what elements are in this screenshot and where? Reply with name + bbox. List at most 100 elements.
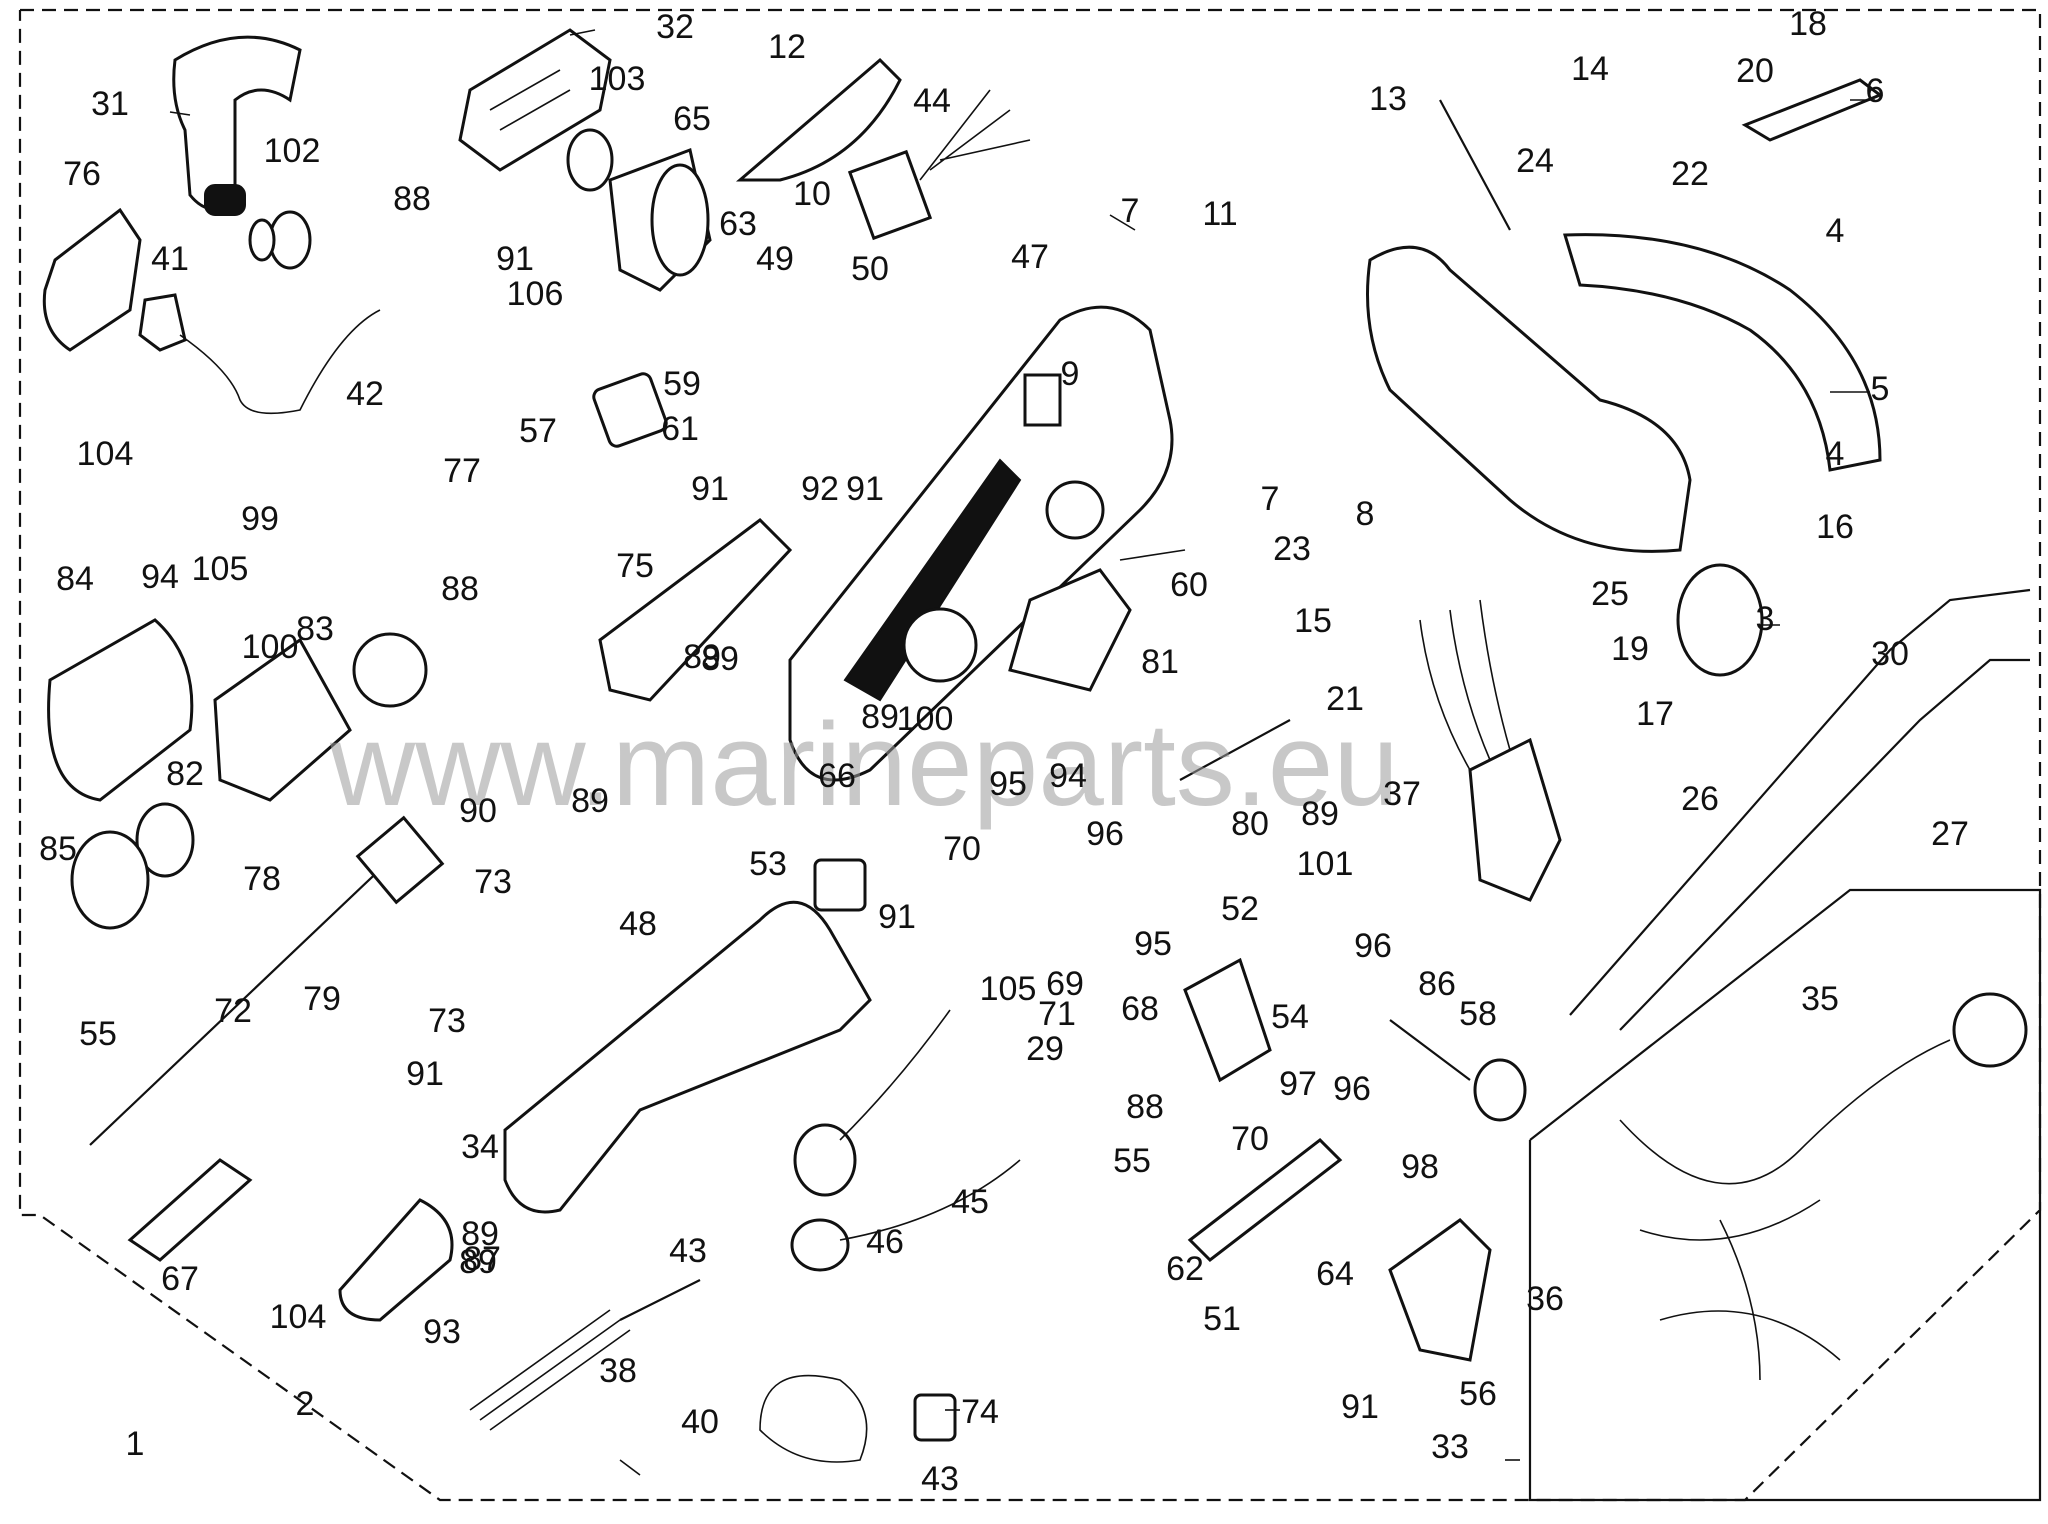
callout-8: 8 — [1356, 495, 1375, 533]
callout-42: 42 — [346, 375, 384, 413]
callout-101: 101 — [1297, 845, 1354, 883]
callout-26: 26 — [1681, 780, 1719, 818]
callout-15: 15 — [1294, 602, 1332, 640]
callout-99: 99 — [241, 500, 279, 538]
diagram-frame — [18, 8, 2042, 1502]
callout-41: 41 — [151, 240, 189, 278]
callout-89: 89 — [461, 1215, 499, 1253]
callout-45: 45 — [951, 1183, 989, 1221]
callout-75: 75 — [616, 547, 654, 585]
callout-94: 94 — [141, 558, 179, 596]
callout-19: 19 — [1611, 630, 1649, 668]
callout-100: 100 — [897, 700, 954, 738]
callout-30: 30 — [1871, 635, 1909, 673]
callout-80: 80 — [1231, 805, 1269, 843]
callout-87: 87 — [463, 1240, 501, 1278]
callout-71: 71 — [1038, 995, 1076, 1033]
callout-7: 7 — [1261, 480, 1280, 518]
callout-6: 6 — [1866, 72, 1885, 110]
callout-46: 46 — [866, 1223, 904, 1261]
callout-96: 96 — [1333, 1070, 1371, 1108]
callout-48: 48 — [619, 905, 657, 943]
callout-49: 49 — [756, 240, 794, 278]
callout-91: 91 — [1341, 1388, 1379, 1426]
callout-76: 76 — [63, 155, 101, 193]
callout-70: 70 — [1231, 1120, 1269, 1158]
callout-104: 104 — [270, 1298, 327, 1336]
callout-88: 88 — [441, 570, 479, 608]
callout-91: 91 — [406, 1055, 444, 1093]
callout-91: 91 — [496, 240, 534, 278]
callout-29: 29 — [1026, 1030, 1064, 1068]
callout-27: 27 — [1931, 815, 1969, 853]
callout-53: 53 — [749, 845, 787, 883]
callout-97: 97 — [1279, 1065, 1317, 1103]
callout-32: 32 — [656, 8, 694, 46]
callout-91: 91 — [691, 470, 729, 508]
callout-77: 77 — [443, 452, 481, 490]
callout-10: 10 — [793, 175, 831, 213]
callout-65: 65 — [673, 100, 711, 138]
callout-70: 70 — [943, 830, 981, 868]
callout-91: 91 — [846, 470, 884, 508]
leader-lines — [169, 29, 1875, 1476]
callout-35: 35 — [1801, 980, 1839, 1018]
callout-63: 63 — [719, 205, 757, 243]
callout-89: 89 — [861, 698, 899, 736]
callout-5: 5 — [1871, 370, 1890, 408]
callout-98: 98 — [1401, 1148, 1439, 1186]
callout-66: 66 — [818, 757, 856, 795]
callout-4: 4 — [1826, 212, 1845, 250]
callout-51: 51 — [1203, 1300, 1241, 1338]
callout-82: 82 — [166, 755, 204, 793]
callout-62: 62 — [1166, 1250, 1204, 1288]
callout-50: 50 — [851, 250, 889, 288]
callout-93: 93 — [423, 1313, 461, 1351]
callout-86: 86 — [1418, 965, 1456, 1003]
callout-60: 60 — [1170, 566, 1208, 604]
callout-89: 89 — [1301, 795, 1339, 833]
callout-69: 69 — [1046, 965, 1084, 1003]
callout-78: 78 — [243, 860, 281, 898]
callout-43: 43 — [669, 1232, 707, 1270]
callout-7: 7 — [1121, 192, 1140, 230]
callout-84: 84 — [56, 560, 94, 598]
callout-96: 96 — [1086, 815, 1124, 853]
callout-105: 105 — [980, 970, 1037, 1008]
callout-89: 89 — [459, 1243, 497, 1281]
watermark-text: www.marineparts.eu — [329, 699, 1399, 831]
callout-3: 3 — [1756, 600, 1775, 638]
callout-96: 96 — [1354, 927, 1392, 965]
callout-21: 21 — [1326, 680, 1364, 718]
callout-14: 14 — [1571, 50, 1609, 88]
callout-9: 9 — [1061, 355, 1080, 393]
callout-95: 95 — [989, 765, 1027, 803]
callout-88: 88 — [393, 180, 431, 218]
callout-105: 105 — [192, 550, 249, 588]
callout-38: 38 — [599, 1352, 637, 1390]
callout-73: 73 — [428, 1002, 466, 1040]
callout-67: 67 — [161, 1260, 199, 1298]
callout-88: 88 — [1126, 1088, 1164, 1126]
callout-91: 91 — [878, 898, 916, 936]
callout-16: 16 — [1816, 508, 1854, 546]
callout-37: 37 — [1383, 775, 1421, 813]
callout-92: 92 — [801, 470, 839, 508]
callout-90: 90 — [459, 792, 497, 830]
callout-17: 17 — [1636, 695, 1674, 733]
callout-1: 1 — [126, 1425, 145, 1463]
callout-100: 100 — [242, 628, 299, 666]
callout-18: 18 — [1789, 5, 1827, 43]
callout-36: 36 — [1526, 1280, 1564, 1318]
callout-58: 58 — [1459, 995, 1497, 1033]
callout-89: 89 — [683, 638, 721, 676]
callout-95: 95 — [1134, 925, 1172, 963]
callout-33: 33 — [1431, 1428, 1469, 1466]
callout-72: 72 — [214, 992, 252, 1030]
callout-59: 59 — [663, 365, 701, 403]
callout-89: 89 — [701, 640, 739, 678]
callout-57: 57 — [519, 412, 557, 450]
callout-104: 104 — [77, 435, 134, 473]
